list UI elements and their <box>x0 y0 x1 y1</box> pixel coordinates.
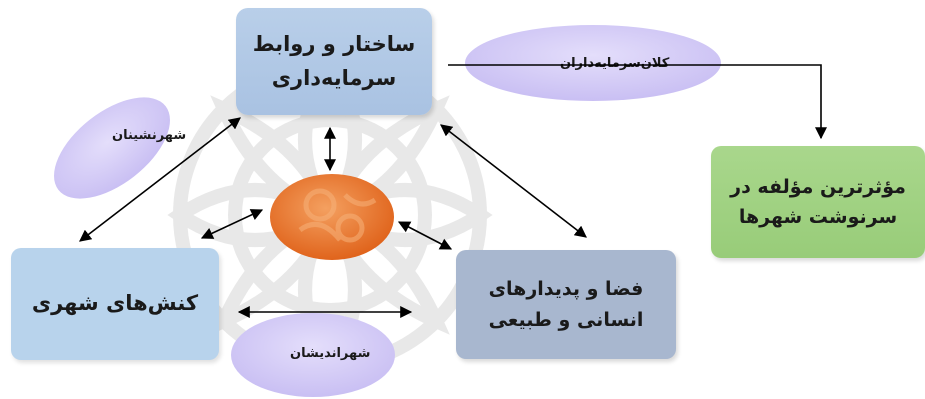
capitalists-label: کلان‌سرمایه‌داران <box>560 56 670 71</box>
thinkers-ellipse <box>231 313 395 397</box>
urban-actions-label: کنش‌های شهری <box>31 291 199 316</box>
effective-label-line1: مؤثرترین مؤلفه در <box>730 175 906 198</box>
urban-actions-box: کنش‌های شهری <box>11 248 219 360</box>
structure-label-line1: ساختار و روابط <box>252 31 416 56</box>
arrow-center-actions <box>200 209 264 239</box>
space-label-line2: انسانی و طبیعی <box>488 308 644 331</box>
arrow-structure-actions <box>79 117 241 242</box>
structure-label-line2: سرمایه‌داری <box>271 65 397 90</box>
arrow-structure-space <box>440 124 587 238</box>
thinkers-label: شهراندیشان <box>290 346 371 361</box>
effective-component-box: مؤثرترین مؤلفه در سرنوشت شهرها <box>711 146 925 258</box>
center-circle <box>270 174 394 260</box>
effective-label-line2: سرنوشت شهرها <box>738 206 898 228</box>
space-phenomena-box: فضا و پدیدارهای انسانی و طبیعی <box>456 250 676 359</box>
space-label-line1: فضا و پدیدارهای <box>488 278 644 301</box>
structure-box: ساختار و روابط سرمایه‌داری <box>236 8 432 115</box>
arrow-capitalists-effective <box>448 64 827 140</box>
capitalists-ellipse <box>465 25 721 101</box>
arrow-center-space <box>397 221 453 250</box>
